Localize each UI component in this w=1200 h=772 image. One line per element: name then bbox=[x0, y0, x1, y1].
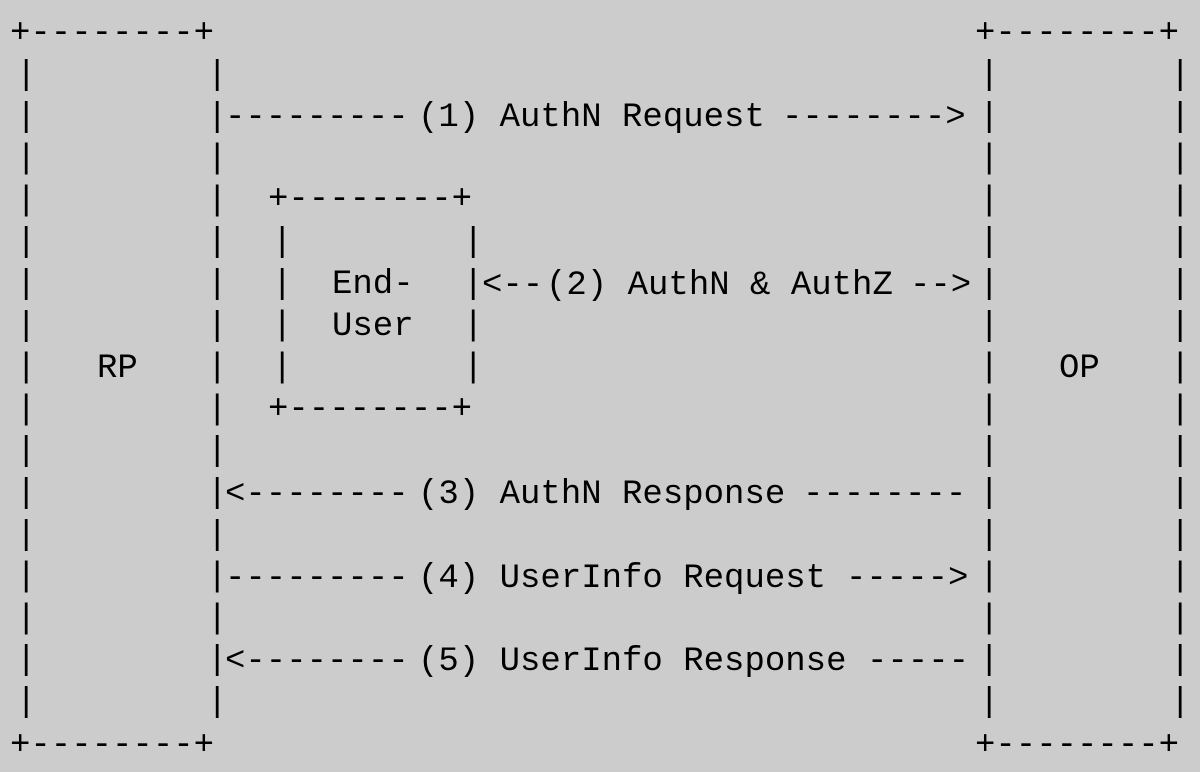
message-5-label: (5) UserInfo Response bbox=[418, 643, 846, 681]
rp-left-border-segment: | bbox=[16, 99, 36, 137]
rp-left-border-segment: | bbox=[16, 141, 36, 179]
message-5-arrow-right: ----- bbox=[867, 643, 969, 681]
op-left-border-segment: | bbox=[979, 308, 999, 346]
rp-right-border-segment: | bbox=[207, 600, 227, 638]
message-1-arrow-right: --------> bbox=[782, 99, 966, 137]
op-left-border-segment: | bbox=[979, 391, 999, 429]
op-right-border-segment: | bbox=[1170, 600, 1190, 638]
op-left-border-segment: | bbox=[979, 224, 999, 262]
rp-left-border-segment: | bbox=[16, 433, 36, 471]
rp-left-border-segment: | bbox=[16, 57, 36, 95]
rp-left-border-segment: | bbox=[16, 308, 36, 346]
op-right-border-segment: | bbox=[1170, 350, 1190, 388]
rp-right-border-segment: | bbox=[207, 141, 227, 179]
end-user-right-border-segment: | bbox=[463, 224, 483, 262]
end-user-left-border-segment: | bbox=[272, 349, 292, 387]
op-right-border-segment: | bbox=[1170, 559, 1190, 597]
rp-right-border-segment: | bbox=[207, 57, 227, 95]
op-right-border-segment: | bbox=[1170, 475, 1190, 513]
op-right-border-segment: | bbox=[1170, 224, 1190, 262]
vertical-border-pipes: ||||||||||||||||||||||||||||||||||||||||… bbox=[16, 57, 1190, 722]
message-3-arrow-right: -------- bbox=[803, 476, 966, 514]
message-4-arrow-right: -----> bbox=[846, 560, 968, 598]
op-left-border-segment: | bbox=[979, 350, 999, 388]
end-user-box-top-border: +--------+ bbox=[268, 181, 472, 219]
end-user-label-line1: End- bbox=[332, 266, 414, 304]
op-box-top-border: +--------+ bbox=[975, 15, 1179, 53]
message-4-arrow-left: --------- bbox=[225, 560, 409, 598]
end-user-left-border-segment: | bbox=[272, 266, 292, 304]
end-user-left-border-segment: | bbox=[272, 308, 292, 346]
op-right-border-segment: | bbox=[1170, 57, 1190, 95]
rp-left-border-segment: | bbox=[16, 517, 36, 555]
rp-right-border-segment: | bbox=[207, 391, 227, 429]
rp-left-border-segment: | bbox=[16, 559, 36, 597]
end-user-right-border-segment: | bbox=[463, 266, 483, 304]
end-user-left-border-segment: | bbox=[272, 224, 292, 262]
rp-right-border-segment: | bbox=[207, 182, 227, 220]
op-left-border-segment: | bbox=[979, 266, 999, 304]
op-right-border-segment: | bbox=[1170, 266, 1190, 304]
end-user-right-border-segment: | bbox=[463, 349, 483, 387]
op-right-border-segment: | bbox=[1170, 391, 1190, 429]
rp-left-border-segment: | bbox=[16, 391, 36, 429]
rp-right-border-segment: | bbox=[207, 559, 227, 597]
op-left-border-segment: | bbox=[979, 517, 999, 555]
rp-right-border-segment: | bbox=[207, 266, 227, 304]
op-left-border-segment: | bbox=[979, 182, 999, 220]
rp-right-border-segment: | bbox=[207, 433, 227, 471]
op-right-border-segment: | bbox=[1170, 182, 1190, 220]
rp-left-border-segment: | bbox=[16, 350, 36, 388]
message-1-label: (1) AuthN Request bbox=[418, 99, 765, 137]
rp-left-border-segment: | bbox=[16, 224, 36, 262]
rp-left-border-segment: | bbox=[16, 475, 36, 513]
message-3-label: (3) AuthN Response bbox=[418, 476, 785, 514]
rp-label: RP bbox=[97, 350, 138, 388]
end-user-label-line2: User bbox=[332, 308, 414, 346]
message-3-arrow-left: <-------- bbox=[225, 476, 409, 514]
rp-right-border-segment: | bbox=[207, 350, 227, 388]
op-left-border-segment: | bbox=[979, 600, 999, 638]
op-right-border-segment: | bbox=[1170, 684, 1190, 722]
rp-left-border-segment: | bbox=[16, 600, 36, 638]
rp-left-border-segment: | bbox=[16, 182, 36, 220]
op-left-border-segment: | bbox=[979, 57, 999, 95]
rp-left-border-segment: | bbox=[16, 266, 36, 304]
op-right-border-segment: | bbox=[1170, 642, 1190, 680]
op-right-border-segment: | bbox=[1170, 141, 1190, 179]
op-label: OP bbox=[1059, 350, 1100, 388]
op-right-border-segment: | bbox=[1170, 308, 1190, 346]
end-user-box-bottom-border: +--------+ bbox=[268, 391, 472, 429]
rp-right-border-segment: | bbox=[207, 642, 227, 680]
op-left-border-segment: | bbox=[979, 684, 999, 722]
rp-box-top-border: +--------+ bbox=[10, 15, 214, 53]
rp-right-border-segment: | bbox=[207, 308, 227, 346]
message-4-label: (4) UserInfo Request bbox=[418, 560, 826, 598]
rp-right-border-segment: | bbox=[207, 684, 227, 722]
message-2-label: (2) AuthN & AuthZ bbox=[546, 267, 893, 305]
rp-right-border-segment: | bbox=[207, 99, 227, 137]
op-left-border-segment: | bbox=[979, 433, 999, 471]
rp-right-border-segment: | bbox=[207, 475, 227, 513]
message-2-arrow-right: --> bbox=[910, 267, 971, 305]
op-left-border-segment: | bbox=[979, 475, 999, 513]
message-1-arrow-left: --------- bbox=[225, 99, 409, 137]
rp-right-border-segment: | bbox=[207, 517, 227, 555]
op-box-bottom-border: +--------+ bbox=[975, 727, 1179, 765]
op-left-border-segment: | bbox=[979, 642, 999, 680]
end-user-right-border-segment: | bbox=[463, 308, 483, 346]
rp-left-border-segment: | bbox=[16, 684, 36, 722]
op-left-border-segment: | bbox=[979, 141, 999, 179]
rp-box-bottom-border: +--------+ bbox=[10, 727, 214, 765]
message-5-arrow-left: <-------- bbox=[225, 643, 409, 681]
op-left-border-segment: | bbox=[979, 559, 999, 597]
op-right-border-segment: | bbox=[1170, 517, 1190, 555]
message-2-arrow-left: <-- bbox=[482, 267, 543, 305]
rp-right-border-segment: | bbox=[207, 224, 227, 262]
op-right-border-segment: | bbox=[1170, 433, 1190, 471]
rp-left-border-segment: | bbox=[16, 642, 36, 680]
op-left-border-segment: | bbox=[979, 99, 999, 137]
op-right-border-segment: | bbox=[1170, 99, 1190, 137]
